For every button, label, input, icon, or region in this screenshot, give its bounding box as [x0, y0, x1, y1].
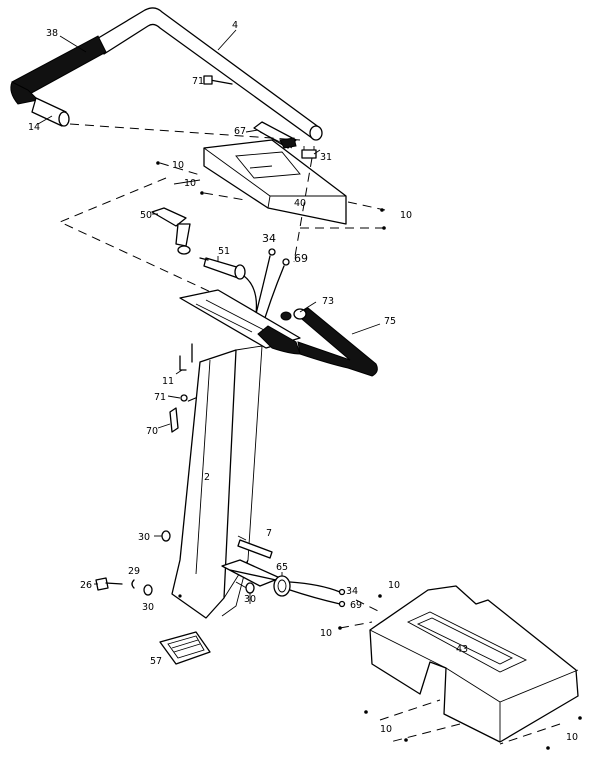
callout-69-b: 69 — [350, 600, 362, 611]
callout-labels: 4 38 14 71 67 31 10 10 40 10 50 51 34 69… — [28, 20, 578, 743]
console-assembly — [156, 121, 386, 230]
callout-10-g: 10 — [566, 732, 578, 743]
callout-65: 65 — [276, 562, 288, 573]
callout-57: 57 — [150, 656, 162, 667]
callout-10-a: 10 — [172, 160, 184, 171]
callout-34-b: 34 — [346, 586, 358, 597]
lower-handle-assembly — [257, 307, 378, 377]
callout-7: 7 — [266, 528, 272, 539]
callout-30-b: 30 — [142, 602, 154, 613]
callout-26: 26 — [80, 580, 92, 591]
callout-43: 43 — [456, 644, 468, 655]
callout-71: 71 — [192, 76, 204, 87]
callout-14: 14 — [28, 122, 40, 133]
leader-lines — [37, 29, 381, 585]
handlebar-assembly — [10, 7, 323, 141]
callout-29: 29 — [128, 566, 140, 577]
callout-67: 67 — [234, 126, 246, 137]
callout-10-d: 10 — [388, 580, 400, 591]
callout-2: 2 — [204, 472, 210, 483]
base-shroud — [338, 585, 582, 750]
callout-71-b: 71 — [154, 392, 166, 403]
callout-38: 38 — [46, 28, 58, 39]
callout-4: 4 — [232, 20, 238, 31]
assembly-guide-lines — [58, 123, 561, 745]
callout-70: 70 — [146, 426, 158, 437]
callout-31: 31 — [320, 152, 332, 163]
callout-34-a: 34 — [262, 232, 276, 245]
callout-40: 40 — [294, 198, 306, 209]
foot-pad — [159, 631, 211, 665]
callout-75: 75 — [384, 316, 396, 327]
callout-50: 50 — [140, 210, 152, 221]
callout-73: 73 — [322, 296, 334, 307]
upright-frame — [95, 289, 301, 619]
callout-51: 51 — [218, 246, 230, 257]
callout-10-b: 10 — [184, 178, 196, 189]
callout-10-e: 10 — [320, 628, 332, 639]
callout-69-a: 69 — [294, 252, 308, 265]
callout-30-c: 30 — [244, 594, 256, 605]
callout-10-c: 10 — [400, 210, 412, 221]
callout-10-f: 10 — [380, 724, 392, 735]
callout-11: 11 — [162, 376, 174, 387]
callout-30-a: 30 — [138, 532, 150, 543]
